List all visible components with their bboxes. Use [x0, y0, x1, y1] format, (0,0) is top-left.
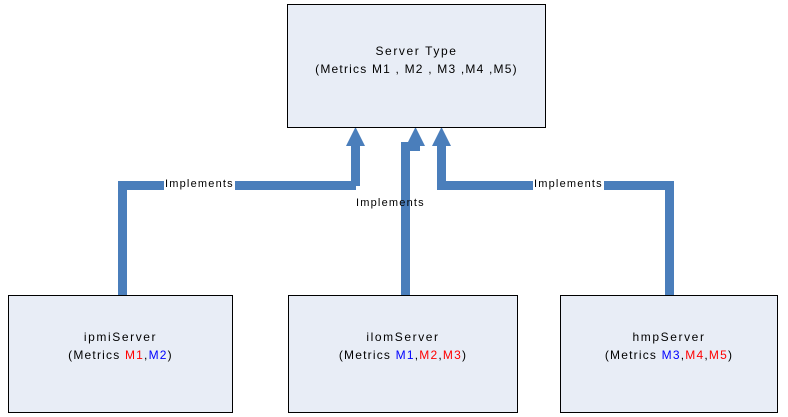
node-hmp-server-title: hmpServer — [632, 330, 706, 344]
metrics-suffix: ) — [167, 348, 173, 362]
metrics-suffix: ) — [727, 348, 734, 362]
node-server-type-title: Server Type — [375, 44, 458, 58]
metric-value: M5 — [708, 348, 728, 362]
node-server-type-metrics: (Metrics M1 , M2 , M3 ,M4 ,M5) — [315, 61, 518, 78]
metric-value: M2 — [148, 348, 168, 362]
metric-separator: , — [414, 348, 420, 362]
metrics-prefix: (Metrics — [315, 62, 372, 76]
connector-left-horizontal — [118, 181, 356, 190]
node-ilom-server-metrics: (Metrics M1,M2,M3) — [339, 347, 467, 364]
metric-value: M2 — [419, 348, 439, 362]
node-ilom-server[interactable]: ilomServer (Metrics M1,M2,M3) — [288, 295, 518, 413]
metrics-prefix: (Metrics — [68, 348, 125, 362]
metric-value: M1 — [395, 348, 415, 362]
connector-middle-elbow — [401, 142, 420, 151]
arrowhead-right — [432, 127, 451, 146]
edge-label-implements-middle: Implements — [356, 197, 425, 209]
metrics-prefix: (Metrics — [338, 348, 396, 362]
arrowhead-left — [346, 127, 365, 146]
metric-value: M1 — [124, 348, 145, 362]
metric-separator: , — [704, 348, 709, 362]
metric-separator: , — [144, 348, 149, 362]
metric-value: M3 — [442, 348, 462, 362]
connector-right-vertical — [665, 185, 674, 297]
connector-right-riser — [437, 146, 446, 190]
node-ipmi-server-title: ipmiServer — [83, 330, 158, 344]
edge-label-implements-left: Implements — [164, 178, 235, 191]
node-server-type[interactable]: Server Type (Metrics M1 , M2 , M3 ,M4 ,M… — [287, 4, 546, 128]
metric-separator: , — [680, 348, 686, 362]
connector-left-riser — [351, 142, 360, 186]
arrowhead-middle — [406, 127, 425, 146]
node-hmp-server-metrics: (Metrics M3,M4,M5) — [605, 347, 733, 364]
metrics-suffix: ) — [461, 348, 468, 362]
metric-separator: , — [438, 348, 443, 362]
connector-left-vertical — [118, 185, 127, 297]
metric-value: M1 , M2 , M3 ,M4 ,M5 — [371, 62, 513, 76]
metrics-suffix: ) — [512, 62, 518, 76]
connector-middle-riser — [401, 146, 410, 190]
node-hmp-server[interactable]: hmpServer (Metrics M3,M4,M5) — [560, 295, 778, 413]
edge-label-implements-right: Implements — [533, 178, 604, 191]
metric-value: M4 — [685, 348, 705, 362]
node-ilom-server-title: ilomServer — [366, 330, 440, 344]
node-ipmi-server-metrics: (Metrics M1,M2) — [68, 347, 173, 364]
metric-value: M3 — [661, 348, 681, 362]
node-ipmi-server[interactable]: ipmiServer (Metrics M1,M2) — [8, 295, 233, 413]
metrics-prefix: (Metrics — [604, 348, 662, 362]
